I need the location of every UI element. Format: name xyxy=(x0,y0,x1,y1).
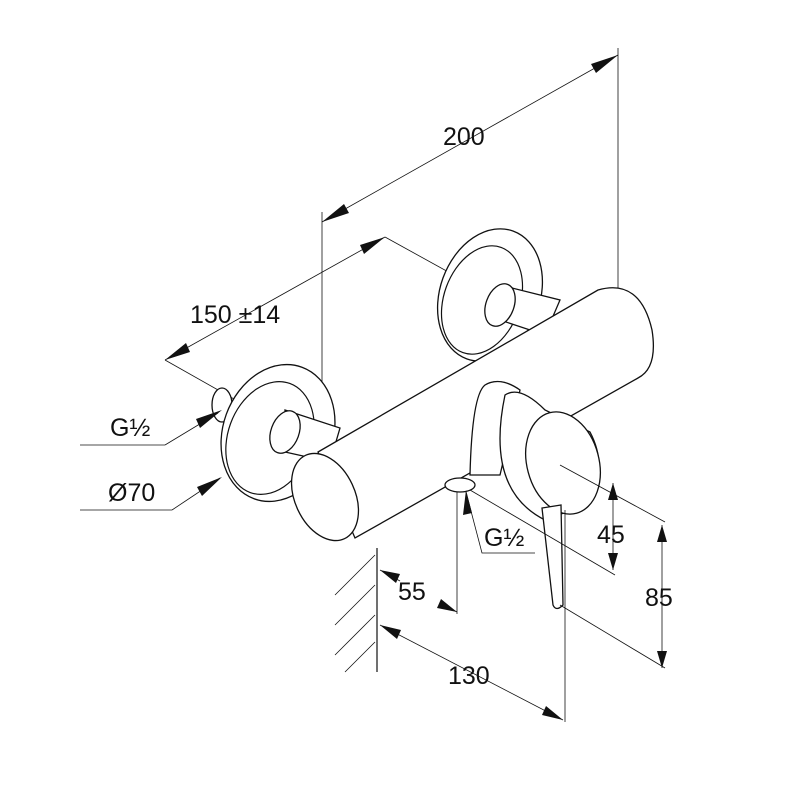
outlet-thread-label: G½ xyxy=(484,524,524,552)
leader-rosette-diameter xyxy=(80,477,222,511)
dim-45-label: 45 xyxy=(597,521,625,549)
dim-85-label: 85 xyxy=(645,584,673,612)
handle xyxy=(499,391,601,610)
dim-130-label: 130 xyxy=(448,662,490,690)
leader-wall-thread xyxy=(80,410,222,446)
dim-150-label: 150 ±14 xyxy=(190,301,280,329)
rosette-diameter-label: Ø70 xyxy=(108,479,155,507)
wall-hatch xyxy=(334,548,378,673)
dimension-55 xyxy=(379,492,458,614)
leader-outlet-thread xyxy=(463,490,535,554)
right-wall-rosette xyxy=(436,228,561,362)
dimension-130 xyxy=(379,510,566,722)
dim-55-label: 55 xyxy=(398,578,426,606)
wall-thread-label: G½ xyxy=(110,414,150,442)
dimension-45-85 xyxy=(469,464,667,669)
dim-200-label: 200 xyxy=(443,123,485,151)
